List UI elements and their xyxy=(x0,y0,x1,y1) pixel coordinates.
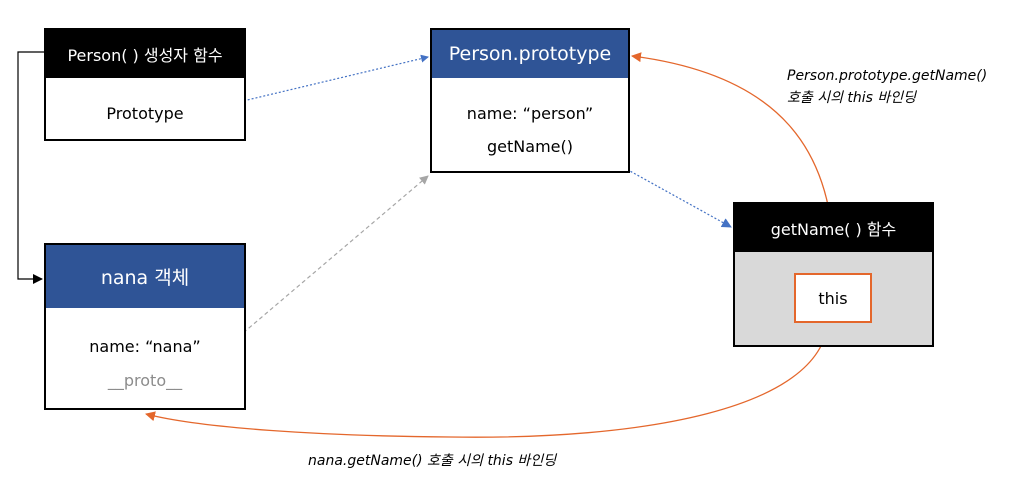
prototype-label: Prototype xyxy=(106,104,184,123)
prototype-call-annotation-line1: Person.prototype.getName() xyxy=(787,68,988,84)
constructor-to-nana-connector xyxy=(17,51,44,284)
this-label: this xyxy=(818,288,848,308)
nana-call-annotation: nana.getName() 호출 시의 this 바인딩 xyxy=(308,453,557,469)
this-box: this xyxy=(794,273,872,323)
nana-object-title: nana 객체 xyxy=(100,267,190,289)
this-to-nana-arrow xyxy=(145,321,829,438)
getname-link-arrow xyxy=(591,149,732,228)
prototype-call-annotation: Person.prototype.getName() 호출 시의 this 바인… xyxy=(787,65,987,109)
prototype-call-annotation-line2: 호출 시의 this 바인딩 xyxy=(787,90,917,106)
person-constructor-header: Person( ) 생성자 함수 xyxy=(46,30,244,78)
nana-object-box: nana 객체 name: “nana” __proto__ xyxy=(44,243,246,410)
prototype-getname-method: getName() xyxy=(487,137,573,156)
getname-function-header: getName( ) 함수 xyxy=(735,204,932,252)
person-constructor-title: Person( ) 생성자 함수 xyxy=(67,46,223,65)
nana-proto-property: __proto__ xyxy=(107,371,183,390)
person-prototype-title: Person.prototype xyxy=(448,43,612,65)
nana-name-property: name: “nana” xyxy=(89,337,201,356)
person-prototype-box: Person.prototype name: “person” getName(… xyxy=(430,28,630,173)
nana-object-header: nana 객체 xyxy=(46,245,244,308)
getname-function-title: getName( ) 함수 xyxy=(770,220,897,239)
prototype-name-property: name: “person” xyxy=(466,104,594,123)
person-prototype-header: Person.prototype xyxy=(432,30,628,78)
person-constructor-box: Person( ) 생성자 함수 Prototype xyxy=(44,28,246,141)
getname-function-box: getName( ) 함수 this xyxy=(733,202,934,347)
prototype-link-arrow xyxy=(200,54,429,112)
